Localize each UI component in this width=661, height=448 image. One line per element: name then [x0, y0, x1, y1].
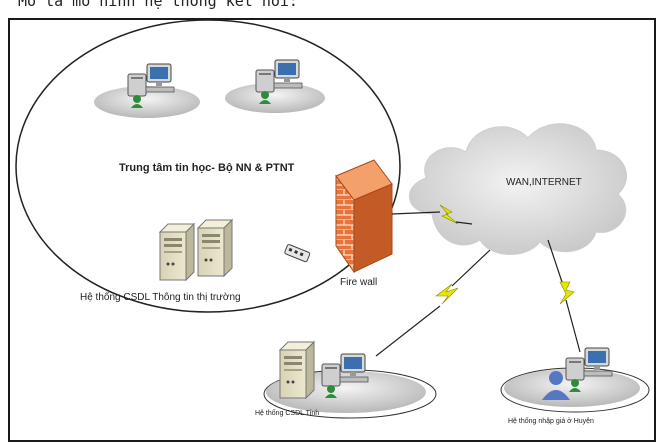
server-icon — [279, 341, 315, 399]
lightning-link-icon — [375, 249, 491, 357]
firewall-label: Fire wall — [340, 277, 377, 288]
central-site-boundary — [15, 19, 401, 313]
province-system-label: Hệ thống CSDL Tỉnh — [255, 408, 319, 417]
server-icon — [159, 223, 195, 281]
district-site — [500, 347, 650, 413]
server-icon — [197, 219, 233, 277]
diagram-heading: Mô tả mô hình hệ thống kết nối: — [18, 0, 298, 10]
lightning-link-icon — [391, 204, 473, 225]
lightning-link-icon — [547, 239, 581, 353]
db-system-label: Hệ thống CSDL Thông tin thị trường — [80, 291, 241, 303]
firewall-icon — [335, 159, 393, 274]
diagram-frame — [8, 18, 656, 442]
user-icon — [542, 371, 570, 400]
province-site — [263, 341, 437, 419]
cloud-icon — [408, 123, 627, 255]
network-switch-icon — [284, 244, 311, 263]
center-label: Trung tâm tin học- Bộ NN & PTNT — [119, 162, 295, 174]
workstation-icon — [225, 59, 325, 113]
workstation-icon — [94, 63, 200, 118]
district-system-label: Hệ thống nhập giá ở Huyện — [508, 416, 594, 425]
cloud-label: WAN,INTERNET — [506, 177, 582, 188]
